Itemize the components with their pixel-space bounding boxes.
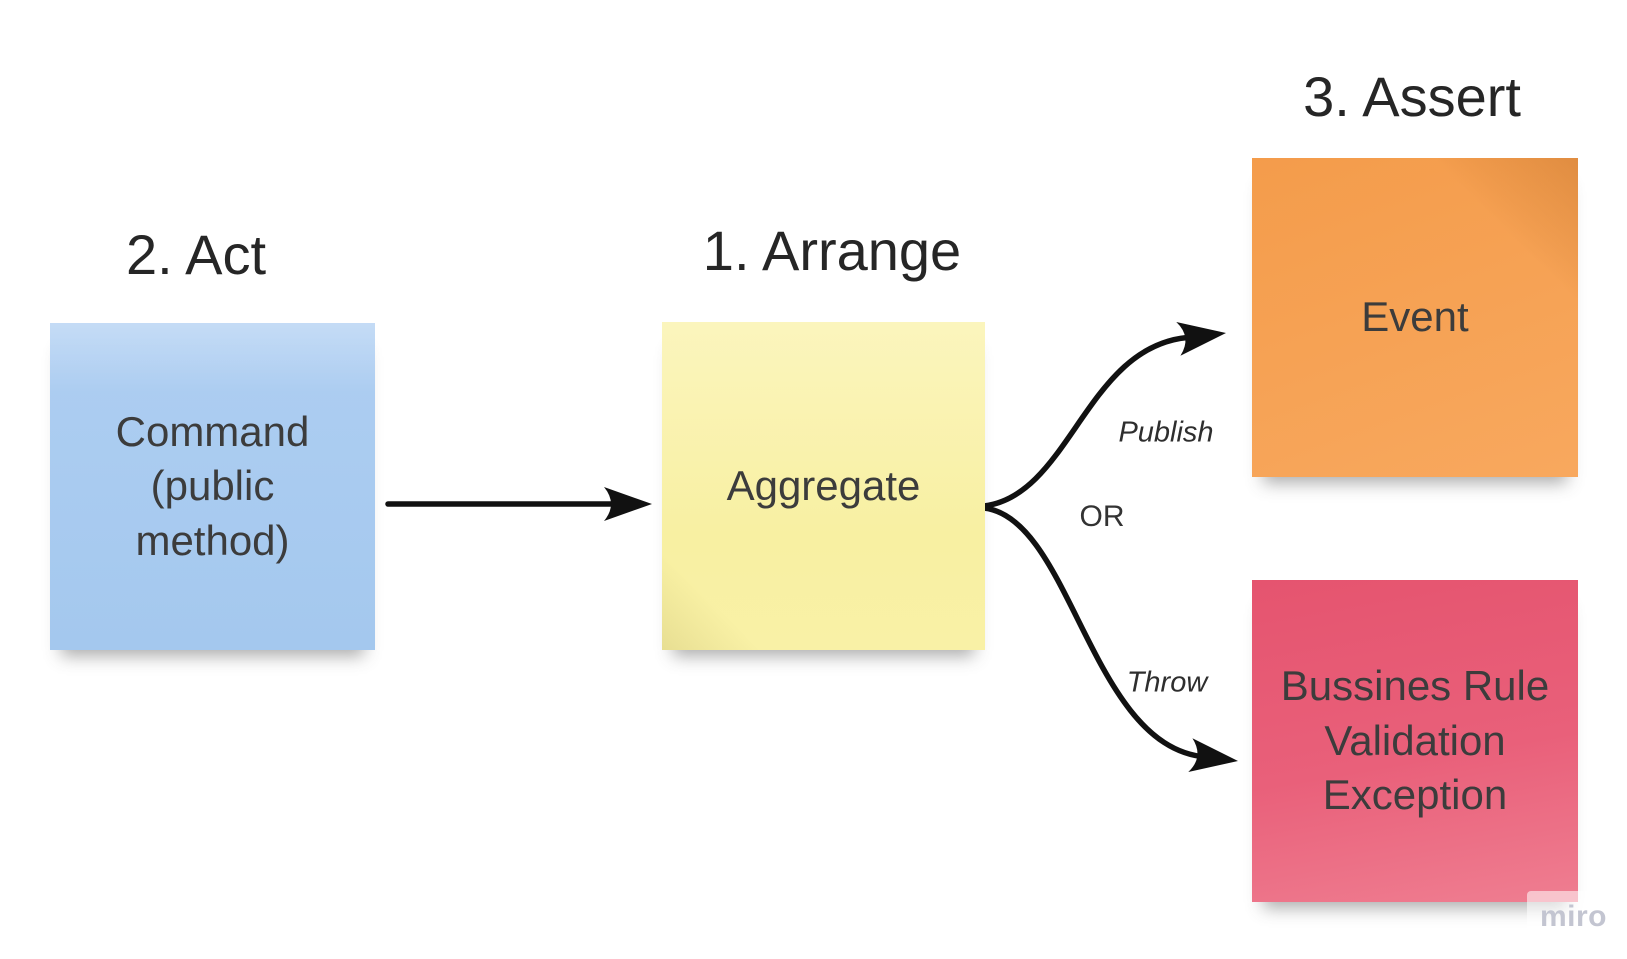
connector-label-or[interactable]: OR [1079,500,1125,533]
sticky-note-aggregate[interactable]: Aggregate [662,322,985,650]
sticky-note-aggregate-text: Aggregate [726,461,921,509]
sticky-note-event[interactable]: Event [1252,158,1578,477]
sticky-note-command[interactable]: Command (public method) [50,323,375,650]
heading-act[interactable]: 2. Act [125,223,267,286]
sticky-note-command-text: Command (public method) [115,407,310,564]
miro-watermark-text: miro [1540,899,1608,933]
connector-command-to-aggregate[interactable] [385,487,652,521]
connector-label-throw[interactable]: Throw [1126,666,1208,699]
connector-label-publish[interactable]: Publish [1118,416,1214,449]
heading-arrange[interactable]: 1. Arrange [702,219,962,282]
sticky-note-exception[interactable]: Bussines Rule Validation Exception [1252,580,1578,902]
sticky-note-event-text: Event [1361,293,1469,341]
connector-aggregate-to-exception[interactable] [981,505,1240,778]
connector-aggregate-to-event[interactable] [981,316,1228,509]
sticky-note-exception-text: Bussines Rule Validation Exception [1280,662,1550,819]
heading-assert[interactable]: 3. Assert [1303,65,1521,128]
miro-watermark-badge[interactable]: miro [1527,891,1627,942]
